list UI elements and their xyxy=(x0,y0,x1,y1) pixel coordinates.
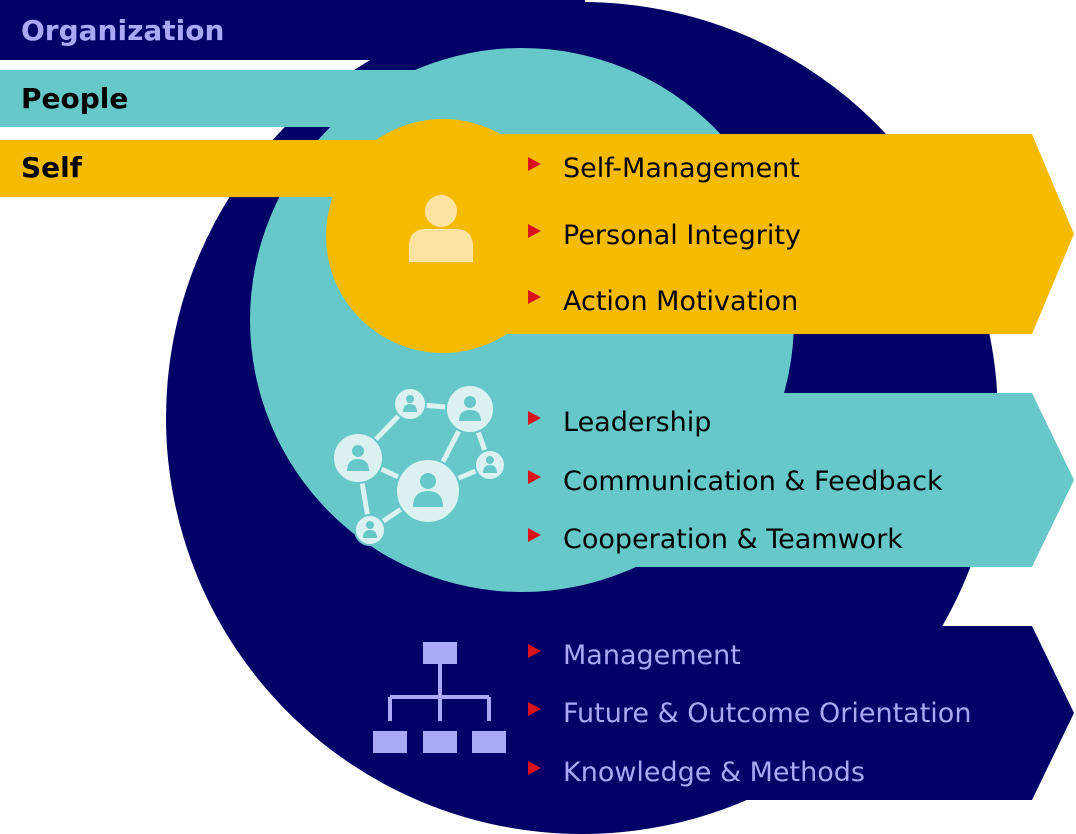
list-item: Communication & Feedback xyxy=(528,461,943,501)
bullet-icon xyxy=(528,157,541,171)
list-item: Personal Integrity xyxy=(528,215,801,255)
list-item-label: Knowledge & Methods xyxy=(563,756,865,788)
bullet-icon xyxy=(528,702,541,716)
list-item-label: Self-Management xyxy=(563,152,800,184)
self-label: Self xyxy=(21,151,82,184)
organization-arrow xyxy=(585,626,1074,800)
list-item-label: Personal Integrity xyxy=(563,219,801,251)
bullet-icon xyxy=(528,290,541,304)
bullet-icon xyxy=(528,528,541,542)
list-item: Knowledge & Methods xyxy=(528,752,865,792)
list-item: Leadership xyxy=(528,402,711,442)
bullet-icon xyxy=(528,224,541,238)
org-chart-icon xyxy=(373,642,506,753)
list-item-label: Action Motivation xyxy=(563,285,799,317)
bullet-icon xyxy=(528,761,541,775)
list-item-label: Cooperation & Teamwork xyxy=(563,523,903,555)
list-item: Future & Outcome Orientation xyxy=(528,693,971,733)
list-item-label: Management xyxy=(563,639,741,671)
bullet-icon xyxy=(528,644,541,658)
list-item: Self-Management xyxy=(528,148,800,188)
list-item-label: Communication & Feedback xyxy=(563,465,943,497)
self-arrow xyxy=(440,134,1074,334)
list-item-label: Future & Outcome Orientation xyxy=(563,697,972,729)
list-item: Management xyxy=(528,635,741,675)
list-item: Cooperation & Teamwork xyxy=(528,519,903,559)
people-arrow xyxy=(520,393,1074,567)
list-item: Action Motivation xyxy=(528,281,798,321)
network-icon xyxy=(332,384,506,546)
people-label: People xyxy=(21,82,129,115)
organization-label: Organization xyxy=(21,14,225,47)
list-item-label: Leadership xyxy=(563,406,712,438)
bullet-icon xyxy=(528,470,541,484)
bullet-icon xyxy=(528,411,541,425)
person-icon xyxy=(409,195,473,262)
